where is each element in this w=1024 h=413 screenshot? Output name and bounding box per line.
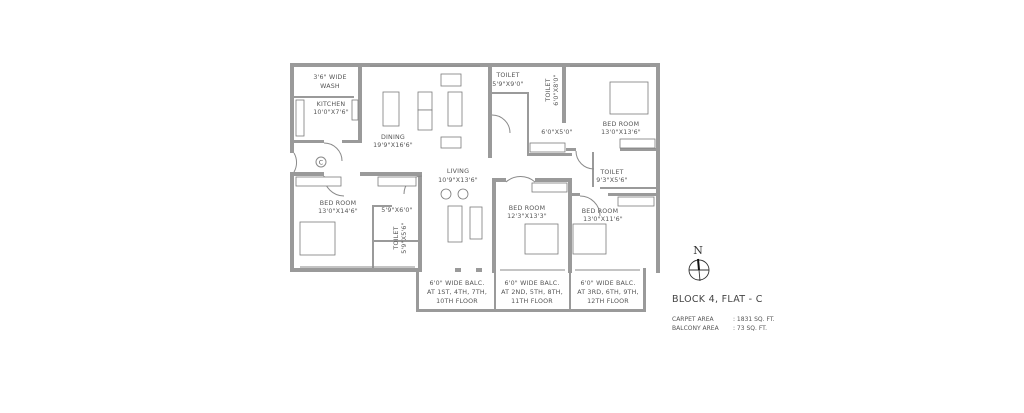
balcony-3-line2: AT 3RD, 6TH, 9TH,: [577, 289, 638, 296]
doors: [293, 114, 601, 217]
balcony-1-line1: 6'0" WIDE BALC.: [429, 280, 484, 287]
balcony-3-line1: 6'0" WIDE BALC.: [580, 280, 635, 287]
toilet-right-dims: 9'3"X5'6": [596, 177, 627, 184]
compass: N: [688, 244, 710, 282]
bedroom-right-label: BED ROOM: [582, 208, 618, 215]
bedroom-mid-label: BED ROOM: [509, 205, 545, 212]
toilet-left-dims: 5'9"X5'6": [401, 222, 408, 253]
balcony-3-line3: 12TH FLOOR: [587, 298, 629, 305]
balcony-2-line2: AT 2ND, 5TH, 8TH,: [501, 289, 563, 296]
kitchen-label: KITCHEN: [317, 101, 346, 108]
furniture: [295, 73, 649, 256]
balcony-2-line1: 6'0" WIDE BALC.: [504, 280, 559, 287]
toilet-vertical-dims: 6'0"X8'0": [553, 74, 560, 105]
room-labels: 3'6" WIDE WASH KITCHEN 10'0"X7'6" DINING…: [313, 72, 641, 254]
walls: [290, 63, 660, 312]
bedroom-top-right-dims: 13'0"X13'6": [601, 129, 641, 136]
balcony-area-value: : 73 SQ. FT.: [733, 325, 767, 332]
bedroom-top-right-label: BED ROOM: [603, 121, 639, 128]
carpet-area-value: : 1831 SQ. FT.: [733, 316, 775, 323]
balcony-1-line3: 10TH FLOOR: [436, 298, 478, 305]
living-dims: 10'9"X13'6": [438, 177, 478, 184]
dining-dims: 19'9"X16'6": [373, 142, 413, 149]
dress-dims: 6'0"X5'0": [541, 129, 572, 136]
bedroom-right-dims: 13'0"X11'6": [583, 216, 623, 223]
wash-label: 3'6" WIDE: [313, 74, 346, 81]
balcony-1-line2: AT 1ST, 4TH, 7TH,: [427, 289, 487, 296]
bedroom-mid-dims: 12'3"X13'3": [507, 213, 547, 220]
wash-sub: WASH: [320, 83, 340, 90]
carpet-area-label: CARPET AREA: [672, 316, 715, 323]
kitchen-dims: 10'0"X7'6": [313, 109, 349, 116]
dining-label: DINING: [381, 134, 405, 141]
flat-info: BLOCK 4, FLAT - C CARPET AREA : 1831 SQ.…: [672, 294, 775, 332]
toilet-right-label: TOILET: [599, 169, 623, 176]
toilet-left-label: TOILET: [393, 226, 400, 250]
bedroom-left-dims: 13'0"X14'6": [318, 208, 358, 215]
wardrobes: [295, 138, 656, 207]
bedroom-left-label: BED ROOM: [320, 200, 356, 207]
toilet-top-dims: 5'9"X9'0": [492, 81, 523, 88]
toilet-top-label: TOILET: [495, 72, 519, 79]
balcony-2-line3: 11TH FLOOR: [511, 298, 553, 305]
dress-left-dims: 5'9"X6'0": [381, 207, 412, 214]
living-label: LIVING: [447, 168, 469, 175]
flat-title: BLOCK 4, FLAT - C: [672, 294, 763, 305]
entrance-marker: [315, 156, 327, 168]
balcony-area-label: BALCONY AREA: [672, 325, 720, 332]
compass-north-label: N: [693, 244, 703, 257]
toilet-vertical-label: TOILET: [545, 78, 552, 102]
windows: [300, 65, 650, 271]
entrance-marker-label: C: [319, 160, 324, 167]
balcony-labels: 6'0" WIDE BALC. AT 1ST, 4TH, 7TH, 10TH F…: [427, 280, 639, 305]
